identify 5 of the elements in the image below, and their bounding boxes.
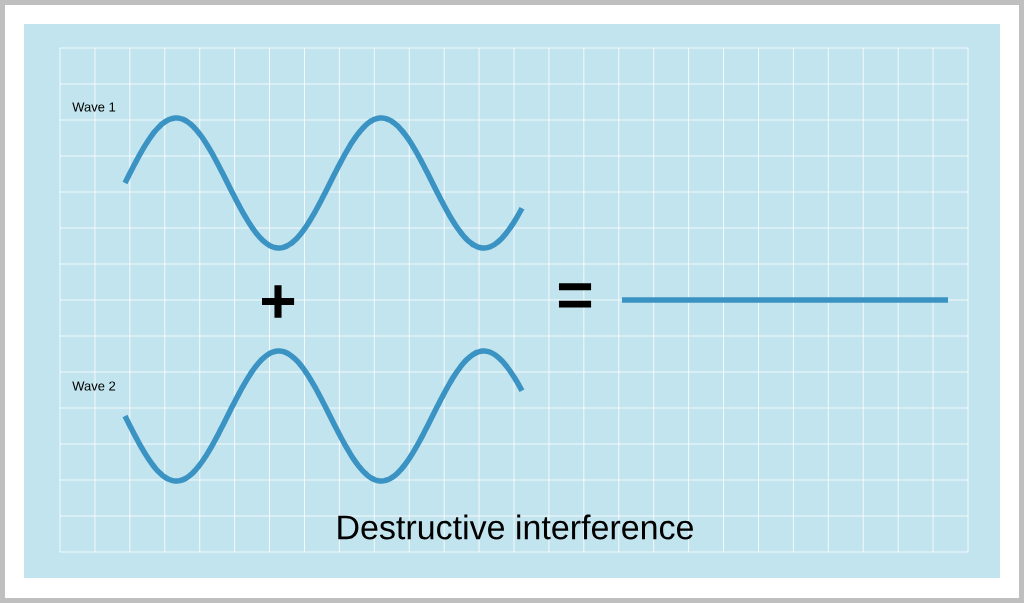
- wave-label: Wave 2: [72, 381, 116, 391]
- plus-sign: +: [262, 285, 295, 318]
- wave-label: Wave 1: [72, 102, 116, 112]
- equals-sign: =: [558, 283, 592, 308]
- caption: Destructive interference: [338, 514, 693, 540]
